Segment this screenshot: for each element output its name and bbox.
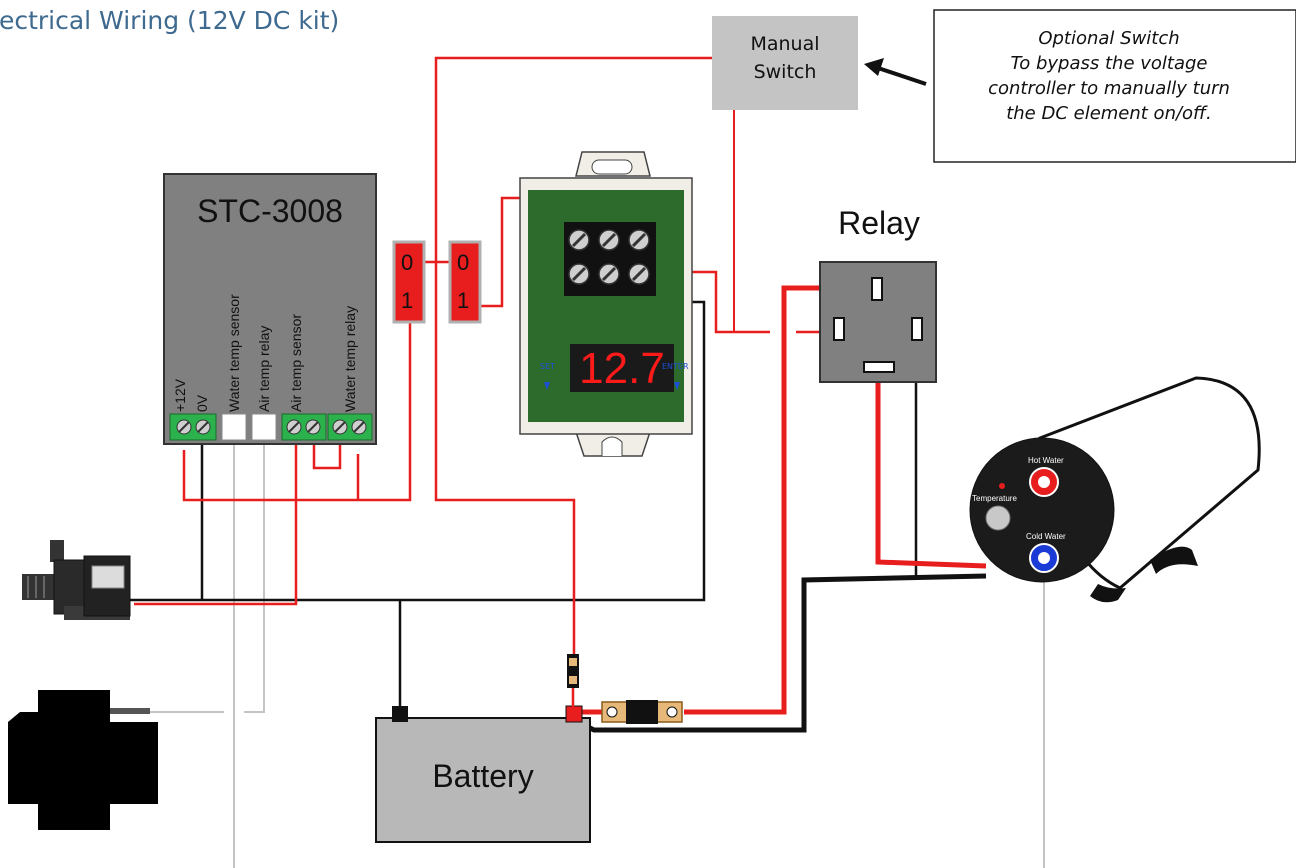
page-title: lectrical Wiring (12V DC kit)	[0, 6, 340, 35]
pointer-arrow-head	[864, 58, 884, 76]
stc-title: STC-3008	[197, 193, 343, 229]
stc-label-12v: +12V	[172, 378, 188, 412]
switch2-off-label: 0	[457, 250, 470, 275]
pointer-arrow-line	[871, 64, 927, 86]
terminal-water-sensor	[221, 413, 247, 441]
terminal-air-relay	[251, 413, 277, 441]
enter-button-arrow[interactable]	[674, 382, 680, 390]
water-pump-icon	[22, 540, 131, 620]
stc-label-water-sensor: Water temp sensor	[226, 294, 242, 412]
battery-title: Battery	[432, 758, 534, 794]
voltage-controller	[519, 151, 693, 457]
stc-label-0v: 0V	[194, 394, 210, 412]
enter-label: ENTER	[662, 362, 689, 371]
stc-jumper	[312, 440, 342, 470]
boiler	[969, 376, 1261, 603]
optional-note-box	[933, 9, 1296, 163]
note-line4: the DC element on/off.	[1006, 103, 1212, 124]
note-line2: To bypass the voltage	[1010, 53, 1208, 74]
note-line3: controller to manually turn	[988, 78, 1230, 99]
relay-title: Relay	[838, 205, 920, 241]
stc-label-water-relay: Water temp relay	[342, 305, 358, 412]
manual-switch-feed	[434, 56, 712, 262]
relay-87-wire	[875, 368, 987, 569]
stc-3008-body	[163, 173, 377, 445]
pump-red-wire	[134, 440, 298, 606]
boiler-front	[969, 437, 1115, 583]
relay	[819, 261, 937, 383]
set-label: SET	[540, 362, 556, 371]
relay-pin-85	[911, 317, 923, 341]
rocker-switch-2[interactable]	[448, 240, 482, 324]
battery-feed-wire	[434, 262, 576, 656]
stc-terminal-blocks	[169, 413, 373, 441]
blade-fuse	[567, 654, 579, 708]
sensor-wires	[148, 440, 1045, 868]
battery	[375, 705, 591, 843]
stc-label-air-relay: Air temp relay	[256, 325, 272, 412]
relay-pin-87	[863, 361, 895, 373]
switch2-on-label: 1	[457, 288, 470, 313]
temperature-knob	[985, 505, 1011, 531]
switch1-on-label: 1	[401, 288, 414, 313]
switch1-off-label: 0	[401, 250, 414, 275]
inline-fuse	[601, 700, 683, 724]
controller-display	[570, 344, 674, 392]
manual-switch-line1: Manual	[750, 33, 820, 55]
note-line1: Optional Switch	[1038, 28, 1180, 49]
cold-water-label: Cold Water	[1026, 532, 1066, 541]
manual-switch[interactable]	[712, 16, 858, 110]
air-relay-wire	[244, 440, 265, 713]
set-button-arrow[interactable]	[544, 382, 550, 390]
voltage-display: 12.7	[579, 344, 665, 393]
manual-switch-label: Manual Switch	[712, 30, 858, 86]
battery-positive-terminal	[565, 705, 583, 723]
hot-water-label: Hot Water	[1028, 456, 1064, 465]
probe-fitting-icon	[8, 690, 158, 830]
optional-note: Optional Switch To bypass the voltage co…	[934, 26, 1284, 126]
stc-label-air-sensor: Air temp sensor	[288, 313, 304, 412]
relay-pin-86	[833, 317, 845, 341]
manual-switch-out	[733, 108, 762, 333]
temperature-label: Temperature	[972, 494, 1017, 503]
battery-negative-terminal	[392, 706, 408, 722]
relay-pin-30	[871, 277, 883, 301]
indicator-led	[999, 483, 1005, 489]
battery-body	[375, 717, 591, 843]
rocker-switch-1[interactable]	[392, 240, 426, 324]
manual-switch-line2: Switch	[753, 61, 817, 83]
